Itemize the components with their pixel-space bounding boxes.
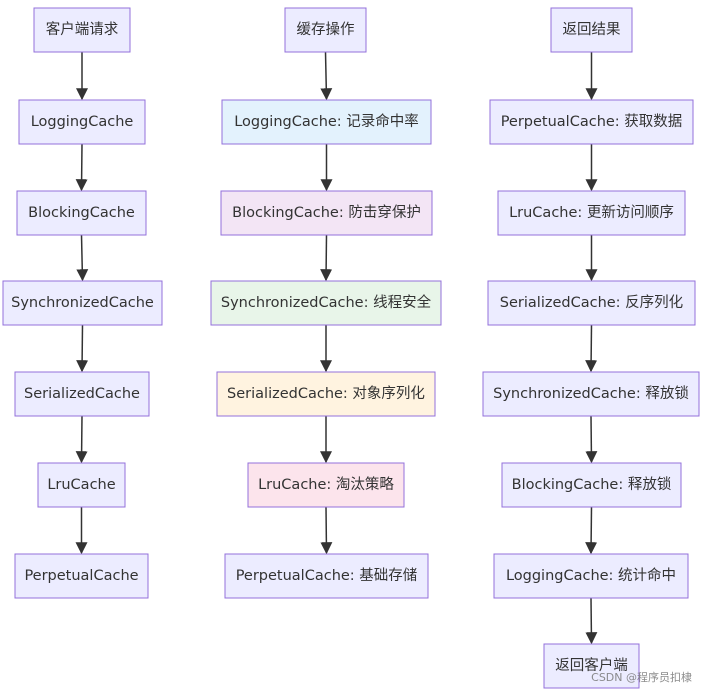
node-box: [501, 462, 682, 508]
node-label: BlockingCache: [28, 205, 135, 221]
edge-arrow-c2-1-to-c2-2: [320, 51, 333, 101]
node-box: [18, 99, 146, 145]
node-label: SynchronizedCache: [11, 295, 154, 311]
node-box: [14, 371, 150, 417]
node-label: LruCache: 淘汰策略: [258, 476, 394, 493]
node-box: [497, 190, 686, 236]
node-box: [247, 462, 405, 508]
node-label: SynchronizedCache: 线程安全: [221, 293, 432, 311]
flow-node-c1-4: SynchronizedCache: [2, 280, 163, 326]
flow-node-c3-1: 返回结果: [550, 7, 633, 53]
node-box: [550, 7, 633, 53]
edges-layer: [75, 51, 598, 645]
node-label: LruCache: 更新访问顺序: [509, 204, 674, 221]
node-box: [493, 553, 689, 599]
edge-arrow-c1-4-to-c1-5: [76, 324, 89, 373]
flow-node-c3-3: LruCache: 更新访问顺序: [497, 190, 686, 236]
node-label: SerializedCache: 反序列化: [500, 294, 683, 311]
node-box: [37, 462, 126, 508]
flow-node-c2-5: SerializedCache: 对象序列化: [216, 371, 436, 417]
flow-node-c3-2: PerpetualCache: 获取数据: [489, 99, 694, 145]
node-label: BlockingCache: 防击穿保护: [232, 204, 421, 221]
flow-node-c2-7: PerpetualCache: 基础存储: [224, 553, 429, 599]
node-label: 客户端请求: [46, 21, 119, 38]
flow-node-c1-1: 客户端请求: [33, 7, 131, 53]
node-box: [487, 280, 696, 326]
node-label: 缓存操作: [297, 21, 355, 38]
flow-node-c2-3: BlockingCache: 防击穿保护: [220, 190, 433, 236]
node-box: [216, 371, 436, 417]
edge-arrow-c3-7-to-c3-8: [585, 597, 598, 645]
edge-arrow-c1-5-to-c1-6: [75, 415, 88, 464]
node-box: [489, 99, 694, 145]
flow-node-c2-1: 缓存操作: [284, 7, 367, 53]
watermark: CSDN @程序员扣棣: [591, 671, 692, 684]
flow-node-c3-8: 返回客户端: [543, 643, 640, 689]
node-label: SerializedCache: 对象序列化: [227, 385, 425, 402]
edge-arrow-c3-6-to-c3-7: [585, 506, 598, 555]
node-box: [2, 280, 163, 326]
node-box: [33, 7, 131, 53]
node-label: 返回客户端: [555, 657, 628, 674]
flow-node-c2-6: LruCache: 淘汰策略: [247, 462, 405, 508]
node-box: [16, 190, 147, 236]
node-label: LoggingCache: [31, 114, 134, 130]
flow-node-c1-5: SerializedCache: [14, 371, 150, 417]
edge-arrow-c3-4-to-c3-5: [585, 324, 598, 373]
node-box: [224, 553, 429, 599]
edge-arrow-c1-2-to-c1-3: [75, 143, 88, 192]
node-label: SynchronizedCache: 释放锁: [493, 385, 689, 402]
edge-arrow-c2-3-to-c2-4: [320, 234, 333, 282]
node-label: SerializedCache: [24, 386, 140, 402]
node-box: [543, 643, 640, 689]
node-box: [284, 7, 367, 53]
flow-node-c1-7: PerpetualCache: [14, 553, 149, 599]
node-label: BlockingCache: 释放锁: [512, 476, 672, 493]
flow-node-c3-4: SerializedCache: 反序列化: [487, 280, 696, 326]
node-label: 返回结果: [563, 21, 621, 38]
flow-node-c2-2: LoggingCache: 记录命中率: [221, 99, 432, 145]
flow-node-c3-6: BlockingCache: 释放锁: [501, 462, 682, 508]
node-label: LoggingCache: 统计命中: [506, 566, 676, 584]
flow-node-c2-4: SynchronizedCache: 线程安全: [210, 280, 442, 326]
node-box: [220, 190, 433, 236]
node-box: [482, 371, 700, 417]
node-label: PerpetualCache: 获取数据: [501, 113, 683, 130]
flow-node-c3-5: SynchronizedCache: 释放锁: [482, 371, 700, 417]
flow-node-c3-7: LoggingCache: 统计命中: [493, 553, 689, 599]
edge-arrow-c3-5-to-c3-6: [585, 415, 598, 464]
node-box: [221, 99, 432, 145]
flow-node-c1-6: LruCache: [37, 462, 126, 508]
node-label: LruCache: [47, 477, 115, 493]
node-label: PerpetualCache: 基础存储: [236, 567, 418, 584]
node-box: [14, 553, 149, 599]
edge-arrow-c2-6-to-c2-7: [320, 506, 333, 555]
edge-arrow-c1-3-to-c1-4: [76, 234, 89, 282]
nodes-layer: 客户端请求 LoggingCacheBlockingCacheSynchroniz…: [2, 7, 700, 689]
flow-node-c1-2: LoggingCache: [18, 99, 146, 145]
node-box: [210, 280, 442, 326]
flow-node-c1-3: BlockingCache: [16, 190, 147, 236]
node-label: LoggingCache: 记录命中率: [234, 112, 419, 130]
node-label: PerpetualCache: [24, 568, 138, 584]
